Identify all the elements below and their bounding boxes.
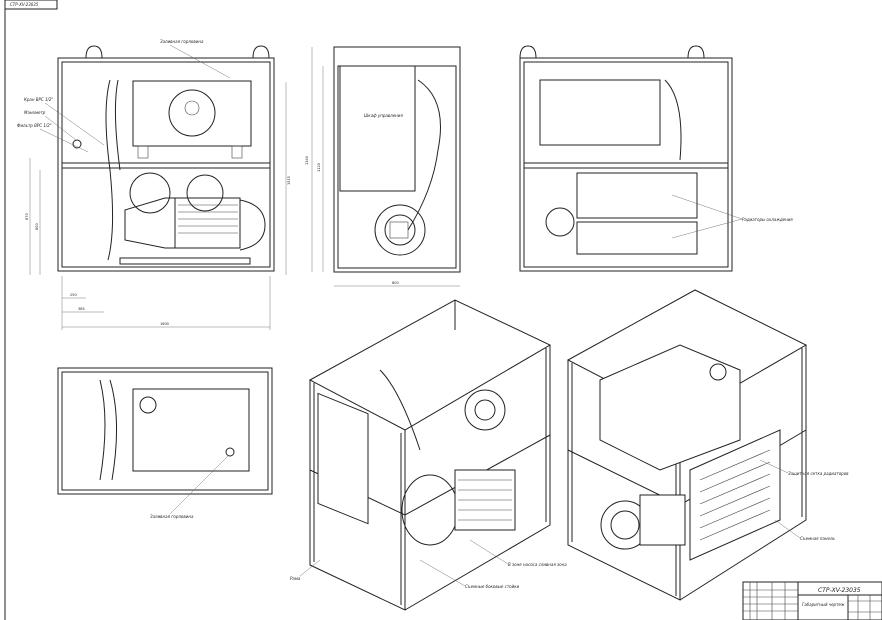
title-code: СТР-XV-23035 xyxy=(818,587,861,594)
dim-250: 250 xyxy=(70,293,77,297)
dim-h1: 870 xyxy=(25,213,29,220)
dim-side-w: 800 xyxy=(392,281,399,285)
iso-view-left: Рама В зоне насоса сливная зона Съемные … xyxy=(290,299,567,611)
dim-total: 1515 xyxy=(287,176,291,185)
label-panel: Съемная панель xyxy=(800,536,836,541)
stamp-code: СТР-XV-23035 xyxy=(10,2,39,7)
dim-side-h1: 1340 xyxy=(305,156,309,165)
label-radiator-guard: Защитная сетка радиаторов xyxy=(788,471,849,476)
dim-width: 1600 xyxy=(160,322,169,326)
title-block: СТР-XV-23035 Габаритный чертеж xyxy=(742,581,882,620)
label-filler: Заливная горловина xyxy=(160,39,204,44)
label-pump-zone: В зоне насоса сливная зона xyxy=(508,562,567,567)
label-filler-plan: Заливная горловина xyxy=(150,514,194,519)
label-gauge: Манометр xyxy=(24,110,46,115)
label-valve: Кран ВРС 1/2" xyxy=(24,97,53,102)
side-view: Шкаф управления 800 1340 1120 xyxy=(305,46,461,287)
rear-view: Радиаторы охлаждения xyxy=(519,45,793,272)
label-side-posts: Съемные боковые стойки xyxy=(465,584,520,589)
dim-side-h2: 1120 xyxy=(317,163,321,172)
dim-h2: 800 xyxy=(35,223,39,230)
label-radiators: Радиаторы охлаждения xyxy=(742,217,793,222)
dim-385: 385 xyxy=(78,307,85,311)
plan-view: Заливная горловина xyxy=(57,367,273,519)
stamp-box xyxy=(4,0,58,10)
label-cabinet: Шкаф управления xyxy=(364,113,403,118)
label-filter: Фильтр ВРС 1/2" xyxy=(17,123,52,128)
front-view: 1600 250 385 870 800 1515 Заливная горло… xyxy=(17,39,291,330)
iso-view-right: Защитная сетка радиаторов Съемная панель xyxy=(566,289,849,601)
label-frame: Рама xyxy=(290,576,301,581)
title-name: Габаритный чертеж xyxy=(802,602,845,607)
